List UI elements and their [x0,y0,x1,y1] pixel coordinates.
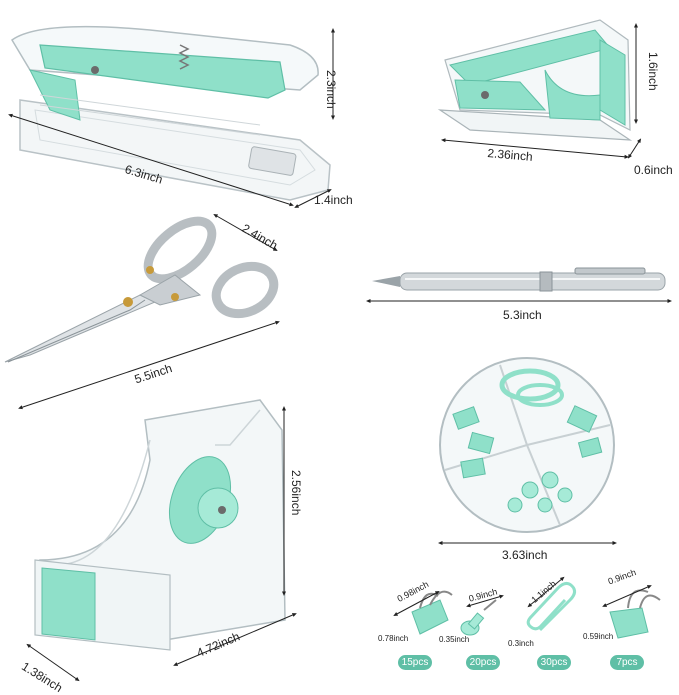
tray-diameter-label: 3.63inch [502,548,548,562]
scissors-length-line [18,320,280,410]
push-pin-icon [460,599,497,636]
clip-tray-image [439,357,615,533]
stapler-length-line [8,113,294,207]
paperclip-dim-line [527,576,565,608]
count-badge-push-pin: 20pcs [466,655,500,670]
stapler-width-line [294,189,332,208]
tape-width-line [26,643,80,682]
remover-width-label: 0.6inch [634,163,673,177]
scissors-handle-line [213,214,278,251]
clip-large-dim-b-label: 0.78inch [378,634,409,643]
pen-length-label: 5.3inch [503,308,542,322]
remover-height-label: 1.6inch [646,52,660,91]
pen-image [372,267,666,292]
clip-small-dim-line [602,585,652,607]
binder-clip-large-icon [411,590,453,635]
pin-dim-line [466,594,504,608]
count-badge-clip-large: 15pcs [398,655,432,670]
count-badge-clip-small: 7pcs [610,655,644,670]
remover-length-label: 2.36inch [486,146,534,164]
paperclip-dim-b-label: 0.3inch [508,639,534,648]
binder-clip-small-icon [609,589,661,639]
tape-length-line [173,613,297,666]
count-badge-paper-clip: 30pcs [537,655,571,670]
stapler-image [11,25,331,201]
tape-height-label: 2.56inch [289,470,303,516]
clip-small-dim-b-label: 0.59inch [583,632,614,641]
stapler-height-label: 2.3inch [324,70,338,109]
pin-dim-b-label: 0.35inch [439,635,470,644]
stapler-width-label: 1.4inch [314,193,353,207]
tape-dispenser-image [34,399,286,651]
staple-remover-image [437,19,633,141]
remover-width-line [627,138,642,159]
clip-large-dim-line [393,591,440,616]
remover-length-line [441,138,629,159]
